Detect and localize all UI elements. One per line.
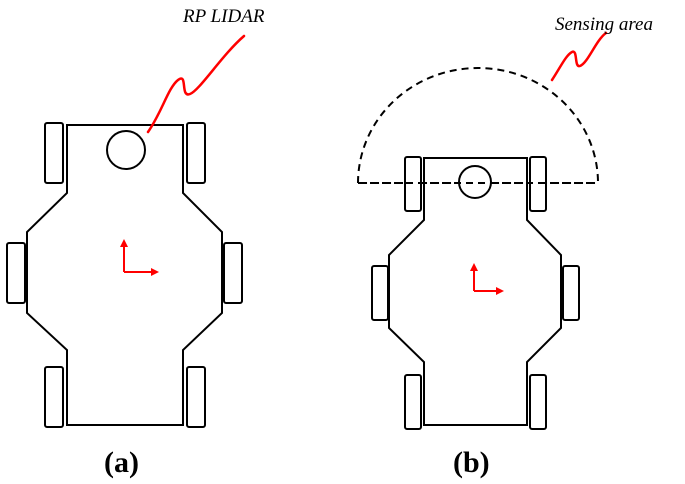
wheel-mid-left-b xyxy=(371,265,389,321)
wheel-mid-left-a xyxy=(6,242,26,304)
sensing-area-leader-line xyxy=(550,31,608,82)
wheel-rear-left-b xyxy=(404,374,422,430)
panel-b: Sensing area (b) xyxy=(357,14,653,479)
wheel-front-left-a xyxy=(44,122,64,184)
wheel-front-right-a xyxy=(186,122,206,184)
wheel-rear-left-a xyxy=(44,366,64,428)
caption-a: (a) xyxy=(104,446,139,479)
sensing-area-label: Sensing area xyxy=(555,14,653,35)
rp-lidar-label: RP LIDAR xyxy=(182,6,265,27)
lidar-sensor-b xyxy=(458,165,492,199)
lidar-sensor-a xyxy=(106,130,146,170)
caption-b: (b) xyxy=(453,446,490,479)
wheel-rear-right-a xyxy=(186,366,206,428)
wheel-mid-right-a xyxy=(223,242,243,304)
wheel-mid-right-b xyxy=(562,265,580,321)
robot-chassis-a xyxy=(26,124,223,426)
wheel-rear-right-b xyxy=(529,374,547,430)
robot-chassis-b xyxy=(388,157,562,426)
panel-a: RP LIDAR (a) xyxy=(6,6,265,479)
lidar-leader-line xyxy=(146,34,246,134)
